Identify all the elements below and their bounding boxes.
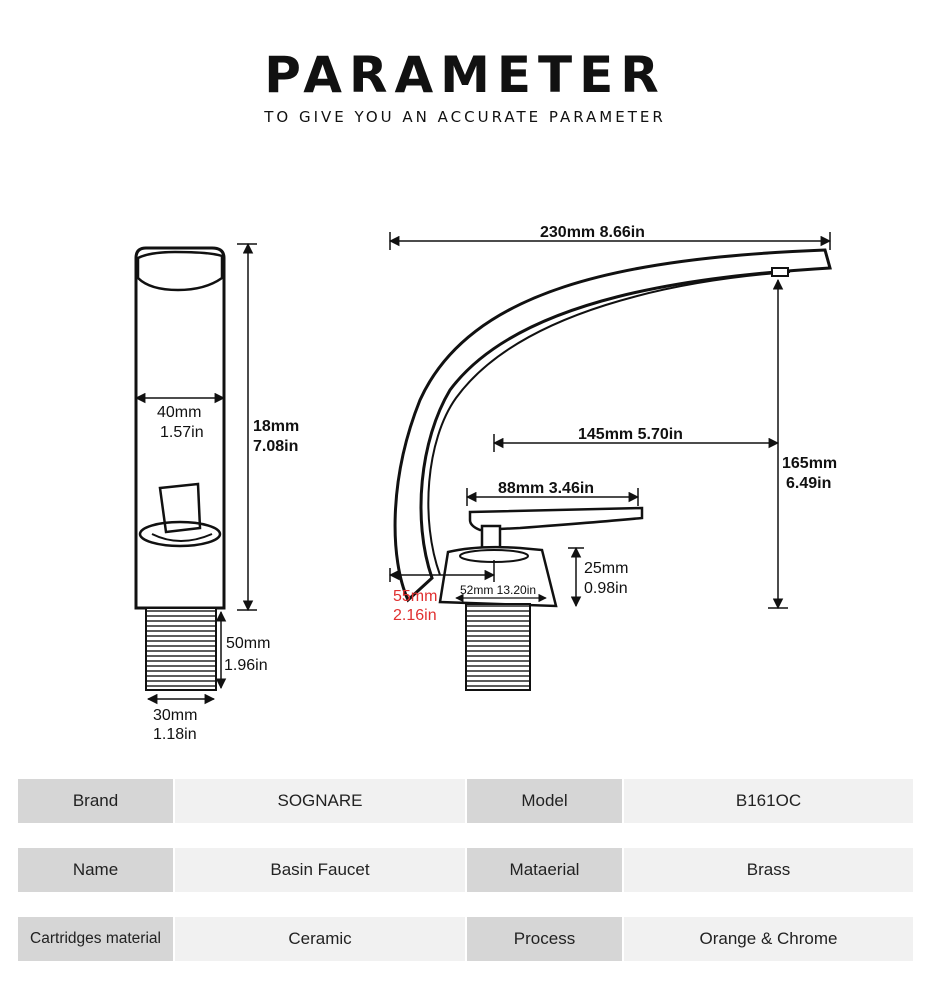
thread-diameter-in: 1.18in xyxy=(153,726,197,743)
spec-label-material: Mataerial xyxy=(467,848,622,892)
spec-value-cartridges: Ceramic xyxy=(175,917,465,961)
spec-value-process: Orange & Chrome xyxy=(624,917,913,961)
spec-label-brand: Brand xyxy=(18,779,173,823)
handle-length-label: 88mm 3.46in xyxy=(498,480,594,497)
spec-row: Brand SOGNARE Model B161OC xyxy=(18,779,913,823)
side-view: 230mm 8.66in 145mm 5.70in 88mm 3.46in 16… xyxy=(388,224,837,691)
spec-value-name: Basin Faucet xyxy=(175,848,465,892)
page-title: PARAMETER xyxy=(264,46,666,104)
thread-length-in: 1.96in xyxy=(224,657,268,674)
spout-height-mm: 165mm xyxy=(782,455,837,472)
page-subtitle: TO GIVE YOU AN ACCURATE PARAMETER xyxy=(264,108,666,126)
spec-label-cartridges: Cartridges material xyxy=(18,917,173,961)
spec-label-model: Model xyxy=(467,779,622,823)
front-width-in: 1.57in xyxy=(160,424,204,441)
thread-diameter-mm: 30mm xyxy=(153,707,197,724)
spec-label-process: Process xyxy=(467,917,622,961)
spec-value-material: Brass xyxy=(624,848,913,892)
front-width-mm: 40mm xyxy=(157,404,201,421)
front-height-mm: 18mm xyxy=(253,418,299,435)
spec-table: Brand SOGNARE Model B161OC Name Basin Fa… xyxy=(18,779,913,986)
spec-label-name: Name xyxy=(18,848,173,892)
base-length-label: 52mm 13.20in xyxy=(460,583,536,597)
base-height-in: 0.98in xyxy=(584,580,628,597)
spout-height-in: 6.49in xyxy=(786,475,831,492)
front-height-in: 7.08in xyxy=(253,438,298,455)
total-length-label: 230mm 8.66in xyxy=(540,224,645,241)
thread-length-mm: 50mm xyxy=(226,635,270,652)
base-height-mm: 25mm xyxy=(584,560,628,577)
base-offset-mm: 55mm xyxy=(393,588,437,605)
faucet-dimension-diagram: 40mm 1.57in 18mm 7.08in 50mm 1.96in 30mm… xyxy=(134,224,837,743)
spec-row: Name Basin Faucet Mataerial Brass xyxy=(18,848,913,892)
spec-value-model: B161OC xyxy=(624,779,913,823)
front-view: 40mm 1.57in 18mm 7.08in 50mm 1.96in 30mm… xyxy=(134,242,299,743)
spec-row: Cartridges material Ceramic Process Oran… xyxy=(18,917,913,961)
spec-value-brand: SOGNARE xyxy=(175,779,465,823)
spout-reach-label: 145mm 5.70in xyxy=(578,426,683,443)
base-offset-in: 2.16in xyxy=(393,607,437,624)
